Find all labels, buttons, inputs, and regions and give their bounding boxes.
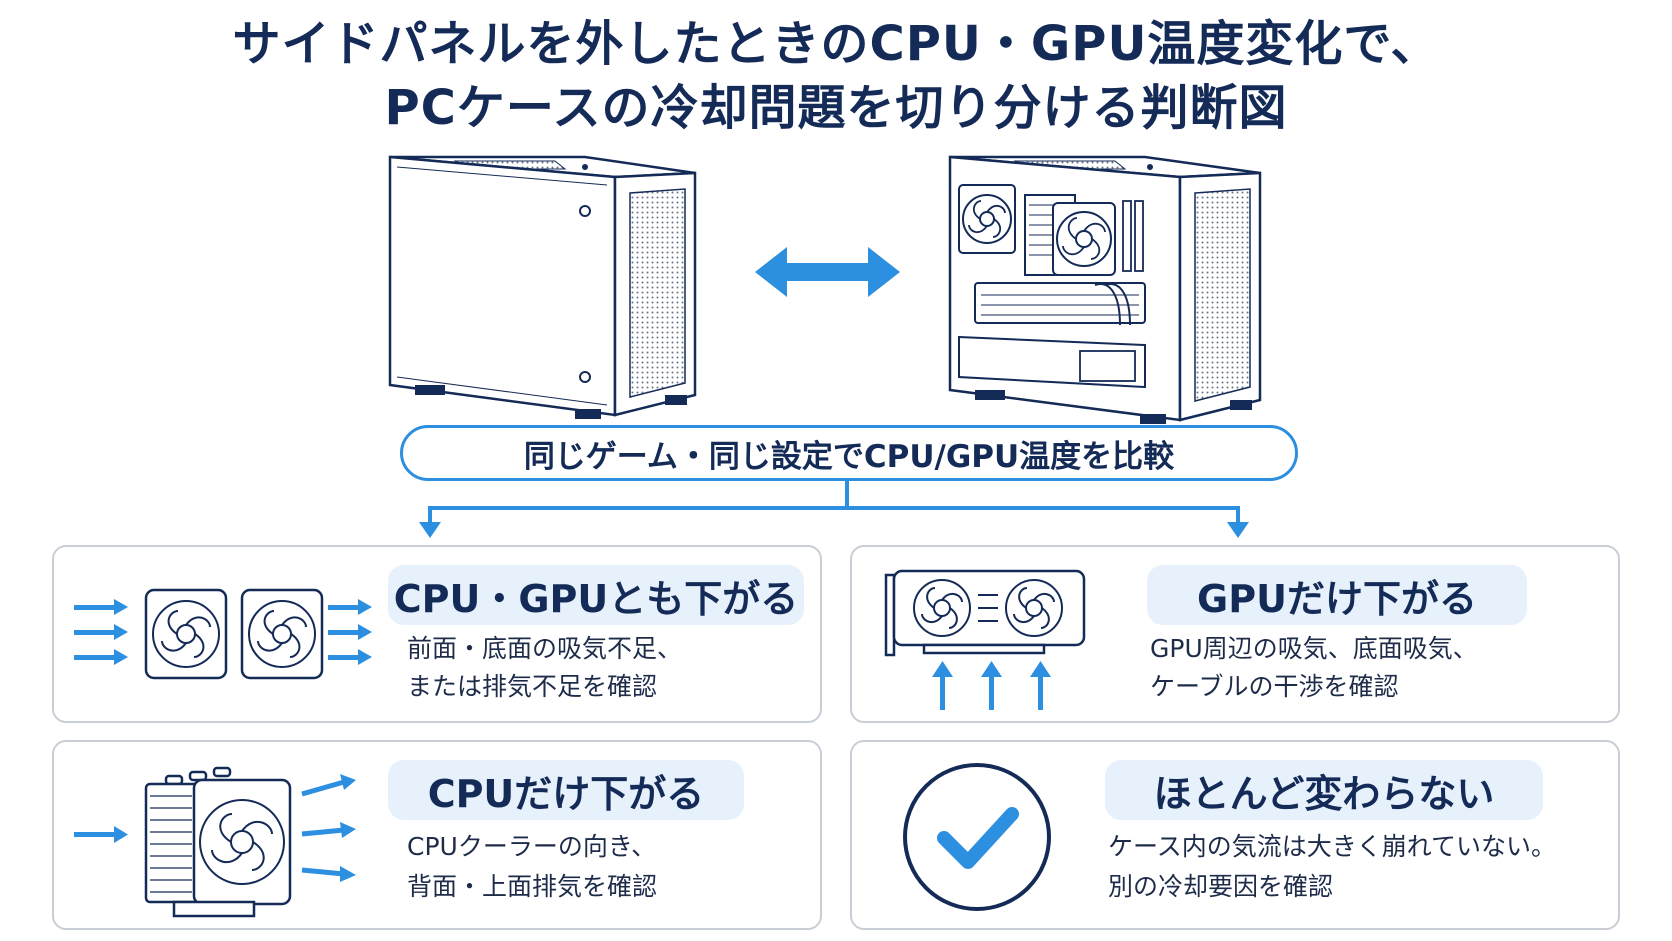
card-gpu-drop: GPUだけ下がる GPU周辺の吸気、底面吸気、 ケーブルの干渉を確認 [850,545,1620,723]
branch-connector [419,481,1249,538]
graphics-card-icon [884,569,1086,710]
card-desc-line1: ケース内の気流は大きく崩れていない。 [1108,832,1557,861]
card-desc-line2: または排気不足を確認 [407,672,658,701]
card-both-drop: CPU・GPUとも下がる 前面・底面の吸気不足、 または排気不足を確認 [52,545,822,723]
pc-case-open-icon [948,155,1262,424]
card-desc-line2: ケーブルの干渉を確認 [1150,672,1399,701]
double-arrow-icon [755,247,900,297]
card-desc-line2: 別の冷却要因を確認 [1108,872,1334,901]
card-no-change: ほとんど変わらない ケース内の気流は大きく崩れていない。 別の冷却要因を確認 [850,740,1620,930]
card-heading: ほとんど変わらない [1105,760,1543,820]
card-cpu-drop: CPUだけ下がる CPUクーラーの向き、 背面・上面排気を確認 [52,740,822,930]
page-title-line1: サイドパネルを外したときのCPU・GPU温度変化で、 [232,16,1440,72]
compare-condition-label: 同じゲーム・同じ設定でCPU/GPU温度を比較 [400,425,1298,481]
card-desc-line2: 背面・上面排気を確認 [407,872,658,901]
card-heading: CPUだけ下がる [388,760,744,820]
check-circle-icon [903,763,1051,911]
page-title-line2: PCケースの冷却問題を切り分ける判断図 [384,80,1288,136]
cpu-tower-cooler-icon [74,766,356,918]
card-desc-line1: 前面・底面の吸気不足、 [407,634,683,663]
card-desc-line1: GPU周辺の吸気、底面吸気、 [1150,634,1478,663]
card-desc-line1: CPUクーラーの向き、 [407,832,657,861]
pc-case-closed-icon [388,155,697,419]
card-heading: CPU・GPUとも下がる [388,565,804,625]
dual-case-fan-icon [74,588,372,680]
card-heading: GPUだけ下がる [1147,565,1527,625]
